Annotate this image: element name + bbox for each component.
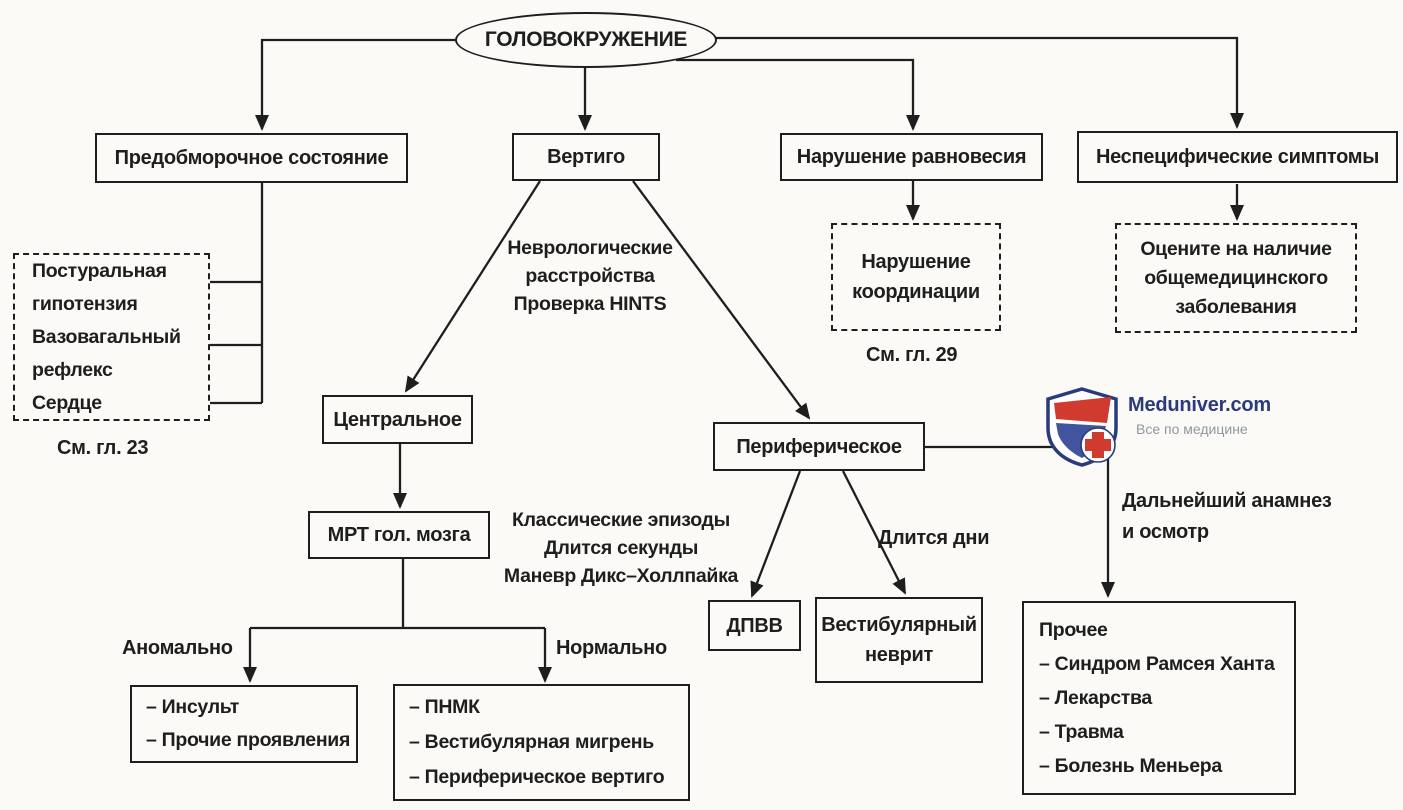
list-item: – Вестибулярная мигрень: [409, 731, 654, 753]
list-item: – Болезнь Меньера: [1039, 755, 1222, 777]
list-item: – Периферическое вертиго: [409, 766, 665, 788]
assess-line: Оцените на наличие: [1140, 237, 1332, 260]
note-line: и осмотр: [1122, 521, 1209, 543]
neuritis-line: Вестибулярный: [821, 614, 977, 636]
box-tia-results: – ПНМК – Вестибулярная мигрень – Перифер…: [393, 684, 690, 801]
box-peripheral-label: Периферическое: [736, 435, 902, 458]
mri-normal-label: Нормально: [556, 637, 667, 659]
box-other-causes: Прочее – Синдром Рамсея Ханта – Лекарств…: [1022, 601, 1296, 795]
box-central: Центральное: [322, 395, 473, 444]
list-item: – Травма: [1039, 721, 1124, 743]
list-item: – Прочие проявления: [146, 729, 351, 751]
box-assess-general-disease: Оцените на наличие общемедицинского забо…: [1115, 223, 1357, 333]
box-nonspecific-label: Неспецифические симптомы: [1095, 146, 1380, 168]
cause-line: гипотензия: [32, 292, 138, 315]
box-peripheral: Периферическое: [713, 422, 925, 471]
note-line: Неврологические: [507, 237, 673, 259]
box-bppv: ДПВВ: [708, 600, 801, 651]
meduniver-logo-text: Meduniver.com: [1128, 394, 1271, 416]
classic-episodes-note: Классические эпизоды Длится секунды Мане…: [490, 506, 752, 590]
note-line: Маневр Дикс–Холлпайка: [503, 565, 739, 587]
box-presyncope-label: Предобморочное состояние: [114, 147, 389, 169]
mri-abnormal-label: Аномально: [122, 637, 233, 659]
box-mri-brain: МРТ гол. мозга: [308, 511, 490, 559]
neuritis-line: неврит: [864, 644, 933, 666]
box-presyncope: Предобморочное состояние: [95, 133, 408, 183]
box-vertigo-label: Вертиго: [547, 146, 625, 168]
cause-line: Постуральная: [32, 259, 167, 282]
list-item: – ПНМК: [409, 696, 480, 718]
box-nonspecific-symptoms: Неспецифические симптомы: [1077, 131, 1398, 183]
box-stroke-results: – Инсульт – Прочие проявления: [130, 685, 358, 763]
box-mri-label: МРТ гол. мозга: [327, 524, 471, 546]
assess-line: общемедицинского: [1144, 266, 1328, 289]
list-item: – Синдром Рамсея Ханта: [1039, 653, 1275, 675]
see-chapter-29-note: См. гл. 29: [866, 344, 958, 366]
box-balance-label: Нарушение равновесия: [796, 146, 1027, 168]
root-node-dizziness: ГОЛОВОКРУЖЕНИЕ: [455, 12, 717, 68]
note-line: расстройства: [525, 265, 655, 287]
neuro-hints-note: Неврологические расстройства Проверка HI…: [470, 234, 710, 318]
note-line: Классические эпизоды: [511, 509, 730, 531]
see-chapter-23-note: См. гл. 23: [57, 437, 149, 459]
box-balance-disorder: Нарушение равновесия: [780, 133, 1043, 181]
box-vertigo: Вертиго: [512, 133, 660, 181]
box-central-label: Центральное: [333, 408, 462, 431]
cause-line: Сердце: [32, 391, 102, 414]
list-item: – Инсульт: [146, 696, 240, 718]
box-presyncope-causes: Постуральная гипотензия Вазовагальный ре…: [13, 253, 210, 421]
cause-line: рефлекс: [32, 358, 113, 381]
meduniver-logo-tagline: Все по медицине: [1136, 421, 1248, 437]
meduniver-shield-icon: [1046, 387, 1118, 467]
assess-line: заболевания: [1175, 295, 1297, 318]
cause-line: Вазовагальный: [32, 325, 181, 348]
root-label: ГОЛОВОКРУЖЕНИЕ: [484, 28, 688, 51]
coordination-line: Нарушение: [861, 251, 971, 273]
note-line: Длится секунды: [543, 537, 699, 559]
list-item: – Лекарства: [1039, 687, 1152, 709]
further-history-note: Дальнейший анамнез и осмотр: [1122, 486, 1332, 548]
list-item: Прочее: [1039, 619, 1108, 641]
coordination-line: координации: [852, 281, 980, 303]
box-coordination-disorder: Нарушение координации: [831, 223, 1001, 331]
note-line: Дальнейший анамнез: [1122, 490, 1332, 512]
box-bppv-label: ДПВВ: [726, 614, 783, 637]
box-vestibular-neuritis: Вестибулярный неврит: [815, 597, 983, 683]
note-line: Проверка HINTS: [513, 293, 667, 315]
lasts-days-note: Длится дни: [878, 527, 990, 549]
